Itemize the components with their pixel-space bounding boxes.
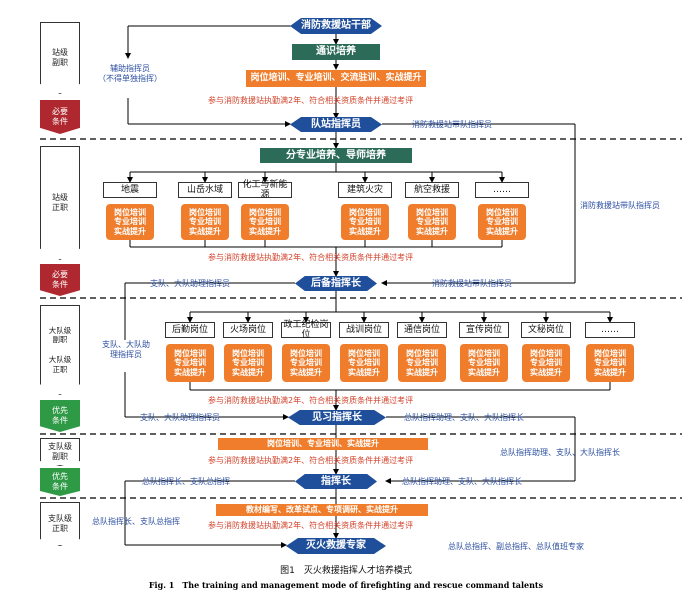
station-specialty-training-card: 岗位培训 专业培训 实战提升 [241, 204, 289, 240]
brigade-post-label: 宣传岗位 [459, 322, 509, 338]
brigade-post-training-card: 岗位培训 专业培训 实战提升 [282, 344, 330, 382]
station-specialty-label: 地震 [103, 182, 157, 198]
final-roles-label: 总队总指挥、副总指挥、总队值班专家 [448, 542, 584, 551]
stage-title-brigade: 大队级 副职 大队级 正职 [40, 305, 80, 395]
necessary-condition-badge: 必要 条件 [40, 264, 80, 296]
brigade-post-label: 文秘岗位 [521, 322, 571, 338]
requirement-note: 参与消防救援站执勤满2年、符合相关资质条件并通过考评 [208, 521, 414, 530]
brigade-post-training-card: 岗位培训 专业培训 实战提升 [340, 344, 388, 382]
assist-commander-label: 辅助指挥员 （不得单独指挥） [98, 64, 162, 84]
node-intern-commander: 见习指挥长 [288, 410, 386, 425]
brigade-post-label: 政工纪检岗位 [281, 320, 331, 340]
brigade-post-training-card: 岗位培训 专业培训 实战提升 [224, 344, 272, 382]
station-specialty-training-card: 岗位培训 专业培训 实战提升 [106, 204, 154, 240]
brigade-post-label: 后勤岗位 [165, 322, 215, 338]
brigade-post-training-card: 岗位培训 专业培训 实战提升 [398, 344, 446, 382]
requirement-note: 参与消防救援站执勤满2年、符合相关资质条件并通过考评 [208, 456, 414, 465]
stage-title-detachment-deputy: 支队级 副职 [40, 438, 80, 466]
station-specialty-training-card: 岗位培训 专业培训 实战提升 [478, 204, 526, 240]
brigade-post-training-card: 岗位培训 专业培训 实战提升 [166, 344, 214, 382]
station-lead-label: 消防救援站带队指挥员 [580, 201, 660, 210]
node-station-training: 岗位培训、专业培训、交流驻训、实战提升 [246, 70, 426, 87]
brigade-post-label: 通信岗位 [397, 322, 447, 338]
station-specialty-label: 航空救援 [405, 182, 459, 198]
general-assistant-label: 总队指挥助理、支队、大队指挥长 [404, 413, 524, 422]
general-commander-label: 总队指挥长、支队总指挥 [92, 517, 180, 526]
branch-assistant-label: 支队、大队助 理指挥员 [102, 340, 150, 360]
node-station-cadre: 消防救援站干部 [290, 18, 382, 34]
node-reserve-commander: 后备指挥长 [295, 276, 377, 291]
brigade-post-label: 战训岗位 [339, 322, 389, 338]
figure-caption-zh: 图1 灭火救援指挥人才培养模式 [280, 566, 412, 576]
node-expert: 灭火救援专家 [286, 538, 386, 554]
branch-assistant-label: 支队、大队助理指挥员 [140, 413, 220, 422]
requirement-note: 参与消防救援站执勤满2年、符合相关资质条件并通过考评 [208, 253, 414, 262]
station-specialty-training-card: 岗位培训 专业培训 实战提升 [181, 204, 229, 240]
stage-title-detachment-chief: 支队级 正职 [40, 502, 80, 546]
brigade-post-label: …… [585, 322, 635, 338]
station-specialty-training-card: 岗位培训 专业培训 实战提升 [408, 204, 456, 240]
station-lead-label: 消防救援站带队指挥员 [412, 120, 492, 129]
brigade-post-training-card: 岗位培训 专业培训 实战提升 [586, 344, 634, 382]
station-specialty-label: …… [475, 182, 529, 198]
node-team-commander: 队站指挥员 [290, 117, 382, 132]
stage-title-station-chief: 站级 正职 [40, 146, 80, 260]
brigade-post-training-card: 岗位培训 专业培训 实战提升 [460, 344, 508, 382]
necessary-condition-badge: 必要 条件 [40, 100, 80, 134]
figure-caption-en: Fig. 1 The training and management mode … [148, 580, 544, 590]
node-expert-training: 教材编写、改革试点、专项调研、实战提升 [216, 504, 428, 516]
priority-condition-badge: 优先 条件 [40, 468, 80, 496]
station-lead-label: 消防救援站带队指挥员 [432, 279, 512, 288]
general-commander-label: 总队指挥长、支队总指挥 [142, 477, 230, 486]
requirement-note: 参与消防救援站执勤满2年、符合相关资质条件并通过考评 [208, 396, 414, 405]
brigade-post-training-card: 岗位培训 专业培训 实战提升 [522, 344, 570, 382]
station-specialty-label: 山岳水域 [178, 182, 232, 198]
station-specialty-training-card: 岗位培训 专业培训 实战提升 [341, 204, 389, 240]
branch-assistant-label: 支队、大队助理指挥员 [150, 279, 230, 288]
node-commander: 指挥长 [295, 474, 377, 489]
station-specialty-label: 建筑火灾 [338, 182, 392, 198]
general-assistant-label: 总队指挥助理、支队、大队指挥长 [402, 477, 522, 486]
general-assistant-label: 总队指挥助理、支队、大队指挥长 [500, 448, 620, 457]
station-specialty-label: 化工与新能源 [238, 180, 292, 200]
node-bar-training: 岗位培训、专业培训、实战提升 [218, 438, 428, 450]
requirement-note: 参与消防救援站执勤满2年、符合相关资质条件并通过考评 [208, 96, 414, 105]
brigade-post-label: 火场岗位 [223, 322, 273, 338]
stage-title-station-deputy: 站级 副职 [40, 22, 80, 94]
node-specialty-training: 分专业培养、导师培养 [260, 148, 412, 163]
priority-condition-badge: 优先 条件 [40, 400, 80, 432]
node-general-training: 通识培养 [292, 44, 380, 60]
